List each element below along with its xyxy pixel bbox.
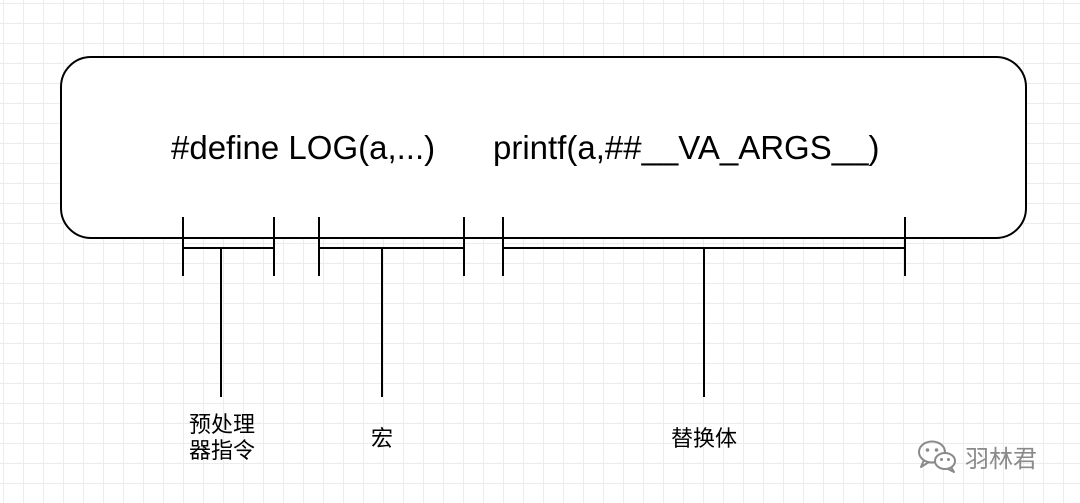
bracket-macro bbox=[318, 217, 465, 397]
bracket-replacement bbox=[502, 217, 906, 397]
label-replacement-body: 替换体 bbox=[670, 427, 737, 452]
replacement-body-text: printf(a,##__VA_ARGS__) bbox=[493, 129, 880, 166]
label-macro: 宏 bbox=[370, 427, 393, 452]
bracket-directive bbox=[182, 217, 275, 397]
code-box bbox=[60, 56, 1027, 239]
label-preprocessor-directive: 预处理 器指令 bbox=[188, 413, 255, 464]
watermark-text: 羽林君 bbox=[965, 444, 1037, 473]
wechat-icon bbox=[918, 440, 956, 473]
watermark: 羽林君 bbox=[915, 436, 1037, 476]
macro-definition-text: #define LOG(a,...) bbox=[171, 129, 436, 166]
